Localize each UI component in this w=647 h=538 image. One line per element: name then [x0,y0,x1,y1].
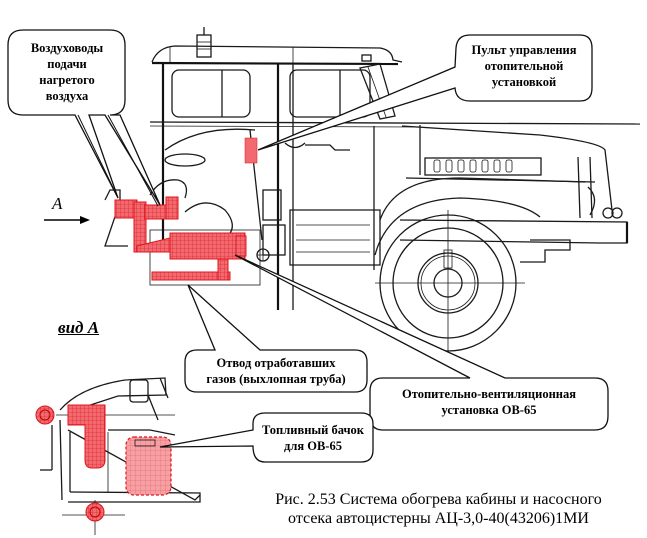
control-panel [244,137,258,164]
view-a-label: вид А [58,318,100,337]
callout-text: установкой [491,75,557,89]
callout-fuel-tank: Топливный бачок для ОВ-65 [255,422,371,454]
callout-text: Отвод отработавших [216,356,336,370]
hood-louvers [424,157,542,176]
callout-text: Отопительно-вентиляционная [402,387,576,401]
callout-heater-unit: Отопительно-вентиляционная установка ОВ-… [372,386,606,418]
callout-exhaust-shape [184,284,368,393]
exhaust-pipe [151,271,231,281]
callout-heater-unit-shape [234,254,609,431]
callout-air-ducts: Воздуховоды подачи нагретого воздуха [14,40,120,104]
roof-rail [151,61,399,66]
callout-text: отопительной [484,59,564,73]
duct-elbow [67,404,106,469]
callout-fuel-tank-shape [159,412,374,463]
rear-window [171,69,251,118]
view-a-drawing [35,377,201,535]
heater-unit-ov65 [169,232,246,260]
figure-caption: Рис. 2.53 Система обогрева кабины и насо… [230,490,647,528]
callout-text: Воздуховоды [30,41,104,55]
callout-text: нагретого [39,73,95,87]
callout-text: установка ОВ-65 [441,403,537,417]
arrow-right-icon [80,216,90,224]
view-arrow [44,216,90,224]
callout-text: для ОВ-65 [284,439,342,453]
seat [164,153,206,167]
fuel-tank [125,436,172,496]
front-bumper [399,219,628,244]
callout-control-panel-shape [257,34,593,151]
cab-roof [151,45,403,63]
callout-text: воздуха [45,89,89,103]
callout-text: Топливный бачок [262,423,364,437]
heating-components [114,137,258,281]
callout-exhaust: Отвод отработавших газов (выхлопная труб… [186,355,366,387]
callout-text: Пульт управления [471,43,577,57]
callout-air-ducts-shape [7,29,161,207]
truck-side-view [104,27,641,355]
callout-control-panel: Пульт управления отопительной установкой [458,42,590,90]
front-wheel [375,210,525,355]
hood [401,125,613,211]
beacon-light [196,27,212,58]
side-step-box [289,209,381,266]
headlight [587,186,596,216]
duct-end-lower [85,502,105,522]
front-fender [379,177,586,221]
duct-end-upper [35,405,55,425]
caption-line-2: отсека автоцистерны АЦ-3,0-40(43206)1МИ [288,510,589,527]
caption-line-1: Рис. 2.53 Система обогрева кабины и насо… [275,491,602,508]
door-handle [284,142,306,149]
view-arrow-letter: A [52,194,63,213]
callout-text: подачи [47,57,87,71]
callout-text: газов (выхлопная труба) [206,372,346,386]
